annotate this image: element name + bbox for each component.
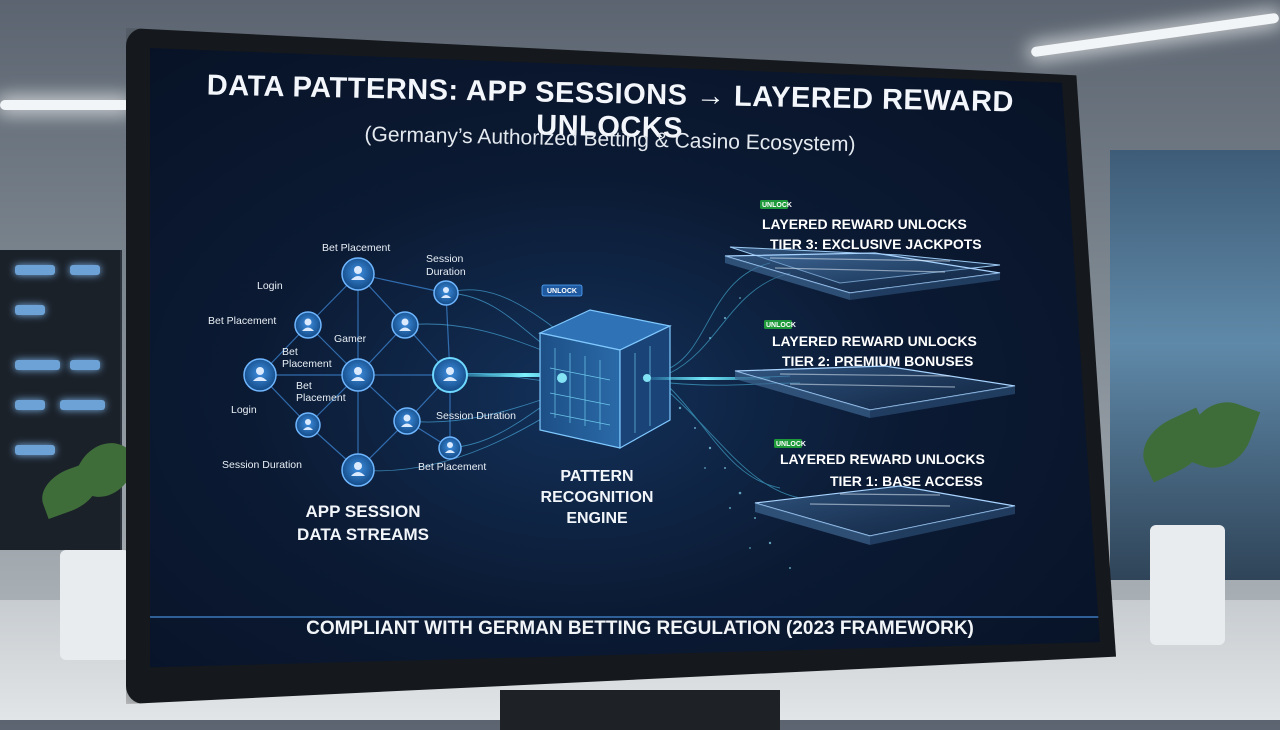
node-label: Session Duration xyxy=(436,410,516,422)
rack-led xyxy=(15,305,45,315)
engine-input-beam xyxy=(450,373,600,377)
user-icon xyxy=(446,367,454,375)
engine-label-line2: RECOGNITION xyxy=(541,489,654,506)
tier-3-badge: UNLOCK xyxy=(762,202,792,209)
engine-output-beam xyxy=(640,377,770,380)
user-node xyxy=(294,311,322,339)
tier-2-label: TIER 2: PREMIUM BONUSES xyxy=(782,353,973,369)
svg-text:UNLOCK: UNLOCK xyxy=(547,288,577,295)
footer-divider xyxy=(150,616,1100,618)
plant-pot-right xyxy=(1150,525,1225,645)
user-icon xyxy=(354,462,362,470)
user-icon xyxy=(256,367,264,375)
node-label: Bet Placement xyxy=(322,242,390,254)
user-icon xyxy=(354,367,362,375)
user-node xyxy=(341,453,375,487)
node-label: Gamer xyxy=(334,333,367,345)
node-label: Placement xyxy=(282,358,332,370)
tier-card-1: UNLOCK LAYERED REWARD UNLOCKS TIER 1: BA… xyxy=(754,439,1016,545)
node-label: Bet xyxy=(296,380,312,392)
user-icon xyxy=(354,266,362,274)
ceiling-light-left xyxy=(0,100,130,110)
node-label: Bet Placement xyxy=(418,461,486,473)
rack-led xyxy=(15,445,55,455)
user-node xyxy=(432,357,468,393)
tier-1-label: TIER 1: BASE ACCESS xyxy=(830,473,983,489)
node-label: Login xyxy=(231,404,257,416)
user-icon xyxy=(304,318,312,326)
node-label: Bet Placement xyxy=(208,315,276,327)
user-node xyxy=(438,436,462,460)
node-label: Session xyxy=(426,253,464,265)
tier-card-2: UNLOCK LAYERED REWARD UNLOCKS TIER 2: PR… xyxy=(734,320,1016,418)
user-node xyxy=(393,407,421,435)
user-node xyxy=(243,358,277,392)
user-node xyxy=(433,280,459,306)
engine-label-line3: ENGINE xyxy=(566,510,628,527)
tier-2-title: LAYERED REWARD UNLOCKS xyxy=(772,333,977,349)
plant-pot-left xyxy=(60,550,130,660)
monitor-stand xyxy=(500,690,780,730)
office-window xyxy=(1110,150,1280,580)
engine-unlock-badge: UNLOCK xyxy=(541,284,583,297)
node-label: Session Duration xyxy=(222,459,302,471)
rack-led xyxy=(15,400,45,410)
monitor-screen: DATA PATTERNS: APP SESSIONS → LAYERED RE… xyxy=(150,48,1100,668)
node-label: Login xyxy=(257,280,283,292)
tier-3-label: TIER 3: EXCLUSIVE JACKPOTS xyxy=(770,236,982,252)
user-node xyxy=(391,311,419,339)
ceiling-light-right xyxy=(1030,12,1280,58)
network-labels: Bet Placement Session Duration Login Bet… xyxy=(208,242,516,473)
rack-led xyxy=(70,360,100,370)
rack-led xyxy=(15,265,55,275)
user-icon xyxy=(447,442,453,448)
engine-label-line1: PATTERN xyxy=(560,468,633,485)
network-nodes xyxy=(243,257,468,487)
tier-1-badge: UNLOCK xyxy=(776,441,806,448)
tier-1-title: LAYERED REWARD UNLOCKS xyxy=(780,451,985,467)
node-label: Placement xyxy=(296,392,346,404)
user-icon xyxy=(403,414,411,422)
user-icon xyxy=(401,318,409,326)
tier-2-badge: UNLOCK xyxy=(766,322,796,329)
rack-led xyxy=(15,360,60,370)
tier-3-title: LAYERED REWARD UNLOCKS xyxy=(762,216,967,232)
session-heading-line2: DATA STREAMS xyxy=(297,525,429,544)
data-flow-diagram: Bet Placement Session Duration Login Bet… xyxy=(208,200,1016,569)
rack-led xyxy=(70,265,100,275)
particle-trail xyxy=(678,297,791,569)
cube-engine-icon xyxy=(538,309,672,450)
compliance-footer: COMPLIANT WITH GERMAN BETTING REGULATION… xyxy=(306,618,974,639)
rack-led xyxy=(60,400,105,410)
user-node xyxy=(341,257,375,291)
user-icon xyxy=(305,419,311,425)
user-node xyxy=(341,358,375,392)
node-label: Duration xyxy=(426,266,466,278)
tier-card-3: UNLOCK LAYERED REWARD UNLOCKS TIER 3: EX… xyxy=(724,200,1001,300)
node-label: Bet xyxy=(282,346,298,358)
session-heading-line1: APP SESSION xyxy=(306,502,421,521)
user-icon xyxy=(443,287,449,293)
user-node xyxy=(295,412,321,438)
